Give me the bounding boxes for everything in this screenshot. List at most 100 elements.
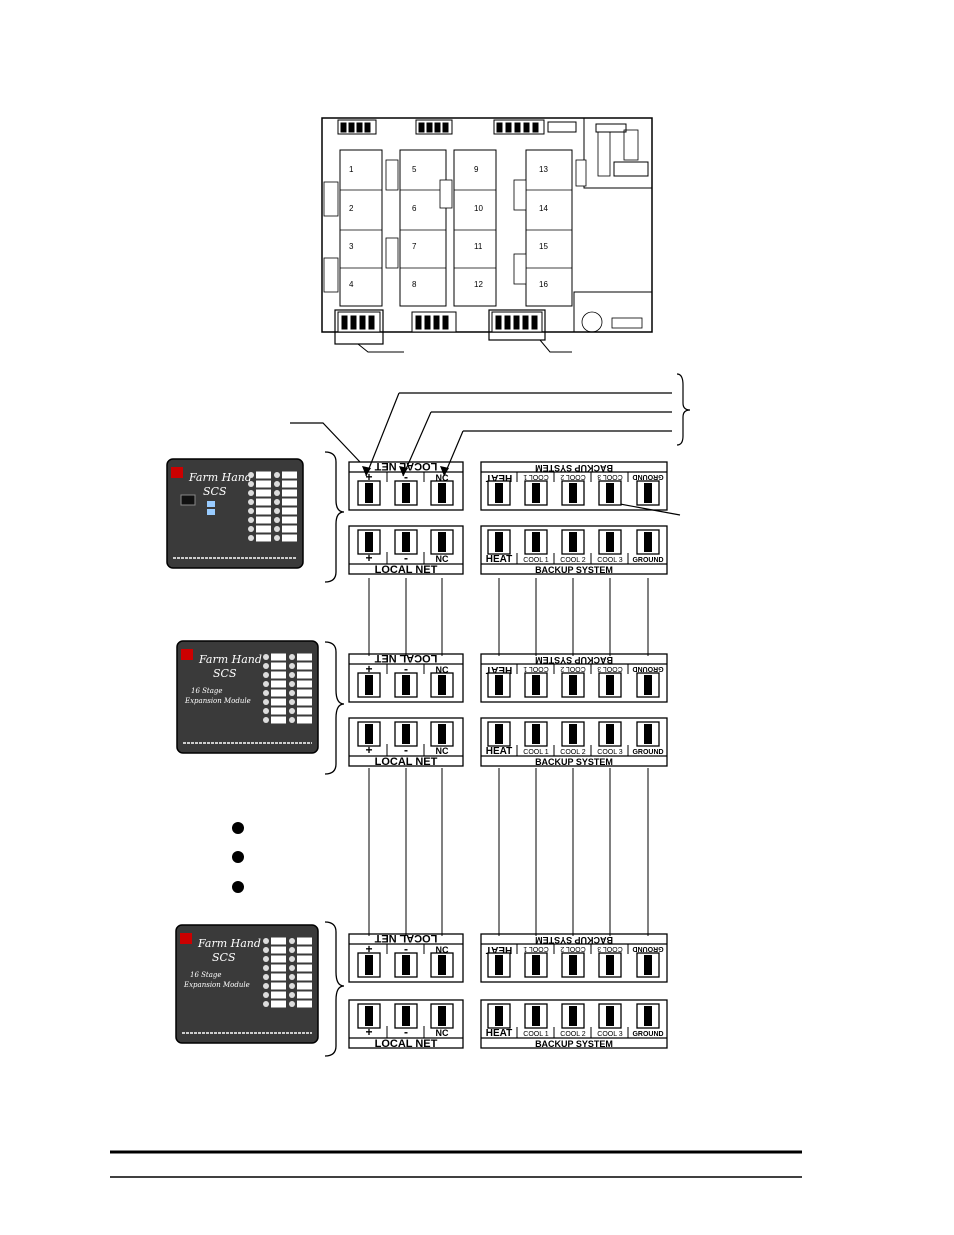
stage-switch-icon [289,663,295,669]
terminal-screw-slot [402,724,410,744]
stage-switch-icon [263,938,269,944]
stage-switch-icon [274,508,280,514]
terminal-screw-slot [644,724,652,744]
stage-switch-icon [263,956,269,962]
stage-label-slot [297,937,312,945]
stage-switch-icon [289,1001,295,1007]
stage-switch-icon [248,508,254,514]
local-net-terminal-label: + [365,942,372,956]
terminal-screw-slot [495,483,503,503]
panel-subtitle: Expansion Module [183,981,250,989]
stage-switch-icon [274,535,280,541]
stage-label-slot [271,671,286,679]
stage-switch-icon [289,717,295,723]
terminal-screw-slot [402,532,410,552]
panel-subtitle: Expansion Module [184,697,251,705]
terminal-screw-slot [438,532,446,552]
backup-system-frame [480,999,668,1049]
backup-system-terminal-label: COOL 1 [523,473,549,480]
stage-label-slot [271,680,286,688]
local-net-terminal-label: - [404,470,408,484]
stage-switch-icon [263,947,269,953]
stage-switch-icon [289,672,295,678]
backup-system-terminal-label: COOL 1 [523,1031,549,1038]
stage-switch-icon [274,499,280,505]
backup-system-terminal-label: COOL 1 [523,557,549,564]
backup-system-title: BACKUP SYSTEM [535,463,613,473]
terminal-screw-slot [569,1006,577,1026]
stage-label-slot [297,964,312,972]
stage-switch-icon [274,481,280,487]
stage-switch-icon [263,681,269,687]
stage-label-slot [282,534,297,542]
terminal-screw-slot [365,675,373,695]
backup-system-terminal-label: COOL 2 [560,665,586,672]
terminal-screw-slot [532,724,540,744]
stage-switch-icon [248,490,254,496]
backup-system-frame [480,933,668,983]
terminal-screw-slot [532,1006,540,1026]
terminal-screw-slot [438,1006,446,1026]
stage-label-slot [256,498,271,506]
local-net-terminal-label: NC [436,945,449,955]
panel-brand: Farm Hand [198,653,262,666]
stage-switch-icon [248,535,254,541]
panel-subtitle: 16 Stage [191,687,223,695]
terminal-screw-slot [438,724,446,744]
terminal-screw-slot [402,1006,410,1026]
terminal-screw-slot [569,532,577,552]
stage-label-slot [282,498,297,506]
local-net-frame [348,717,464,767]
backup-system-terminal-label: COOL 2 [560,749,586,756]
backup-system-terminal-label: HEAT [486,1028,512,1039]
terminal-screw-slot [402,955,410,975]
backup-system-terminal-label: HEAT [486,554,512,565]
panel-subtitle: 16 Stage [190,971,222,979]
panel-model: SCS [212,951,236,964]
stage-switch-icon [263,717,269,723]
stage-switch-icon [274,517,280,523]
terminal-screw-slot [606,955,614,975]
backup-system-frame [480,653,668,703]
stage-label-slot [271,716,286,724]
stage-label-slot [256,516,271,524]
stage-label-slot [256,471,271,479]
stage-label-slot [256,534,271,542]
footer-rules [110,1150,802,1178]
brand-logo-icon [181,649,193,660]
backup-system-terminal-label: COOL 2 [560,557,586,564]
backup-system-frame [480,461,668,511]
terminal-screw-slot [532,675,540,695]
stage-label-slot [297,707,312,715]
terminal-screw-slot [402,483,410,503]
terminal-screw-slot [606,532,614,552]
backup-system-frame [480,717,668,767]
relay-number: 3 [349,242,354,251]
panel-model: SCS [213,667,237,680]
terminal-screw-slot [644,955,652,975]
relay-number: 1 [349,165,354,174]
stage-label-slot [297,946,312,954]
local-net-terminal-label: - [404,743,408,757]
local-net-terminal-label: NC [436,1028,449,1038]
stage-switch-icon [289,681,295,687]
panel-model: SCS [203,485,227,498]
stage-switch-icon [263,654,269,660]
stage-label-slot [297,973,312,981]
backup-system-terminal-label: GROUND [632,665,663,672]
brand-logo-icon [180,933,192,944]
stage-label-slot [297,689,312,697]
backup-system-terminal-label: HEAT [486,472,512,483]
relay-number: 5 [412,165,417,174]
terminal-screw-slot [569,724,577,744]
stage-switch-icon [263,663,269,669]
relay-number: 6 [412,204,417,213]
local-net-terminal-block: LOCAL NET+-NC [348,717,464,768]
arrow-heads [362,466,449,476]
terminal-screw-slot [644,483,652,503]
